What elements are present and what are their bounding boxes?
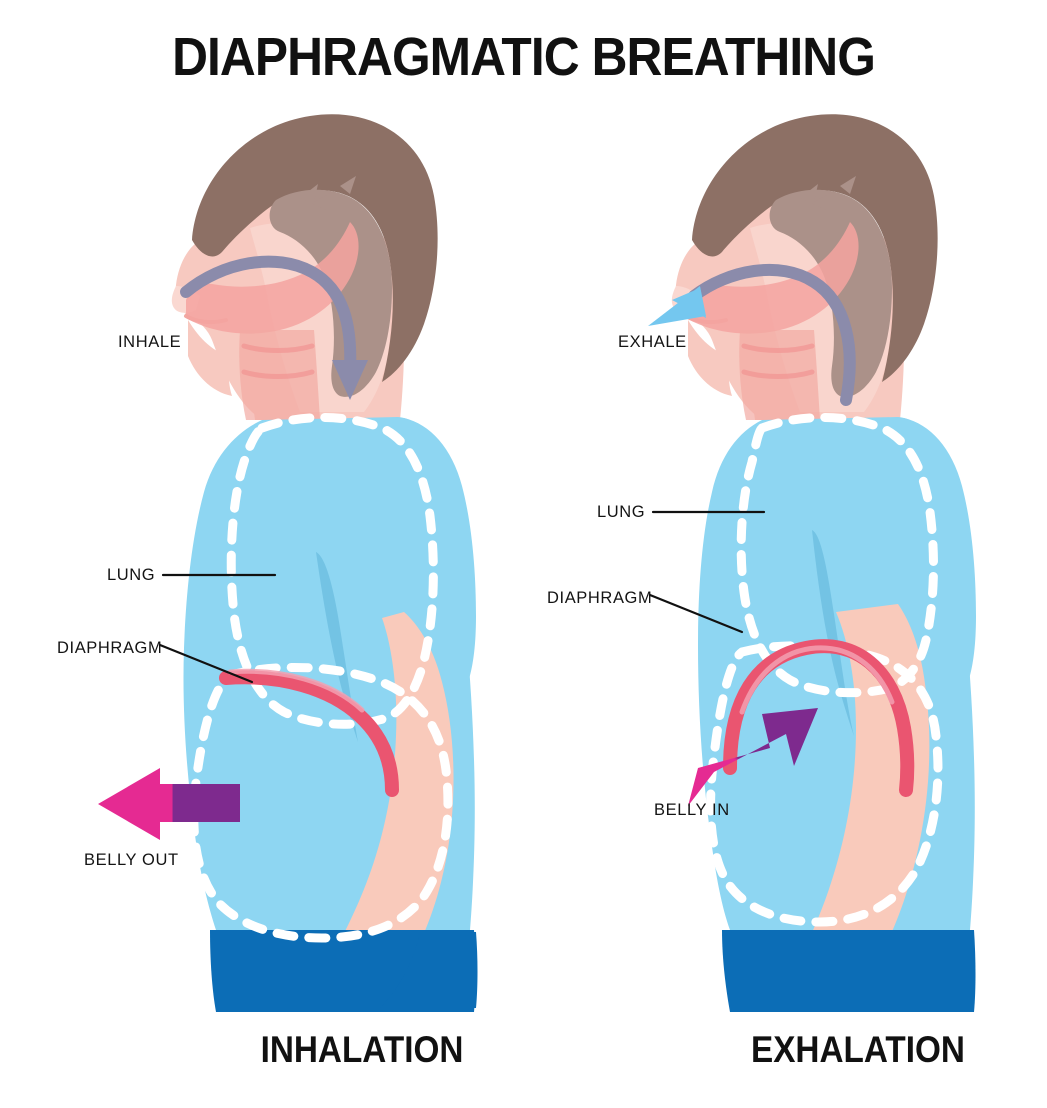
left-diaphragm-line [219,670,399,797]
label-diaphragm-left: DIAPHRAGM [57,639,163,657]
label-exhale: EXHALE [618,333,687,351]
right-arm [770,604,930,1012]
label-lung-left: LUNG [107,566,156,584]
right-diaphragm [723,639,915,797]
left-inhale-shaft [180,255,357,376]
left-diaphragm [219,668,399,797]
left-diaphragm-leader [158,643,254,684]
label-diaphragm-right: DIAPHRAGM [547,589,653,607]
label-belly-out: BELLY OUT [84,851,179,869]
right-head-group [671,114,938,420]
right-exhale-shaft [688,264,856,406]
right-hair-spike-2 [840,176,856,194]
right-throat-ridge-1 [741,343,815,353]
exhale-arrow-icon [648,264,856,406]
right-belly-outline [706,641,943,927]
right-hair-spike-1 [800,184,832,210]
right-shirt-crease [812,530,854,736]
right-exhale-head-tail [672,288,706,318]
right-diaphragm-leader [648,593,744,634]
right-chin [688,320,732,396]
left-leader-lines [158,573,277,684]
left-belly-arrow [98,768,240,840]
label-belly-in: BELLY IN [654,801,730,819]
left-shirt-sleeve [404,418,476,692]
inhale-arrow-icon [180,255,368,400]
caption-inhalation: INHALATION [260,1029,464,1070]
left-hair-spike-2 [340,176,356,194]
left-airway [186,222,359,334]
right-pants [722,930,976,1012]
left-chin [188,320,232,396]
label-inhale: INHALE [118,333,182,351]
right-body-group [698,417,976,1012]
left-diaphragm-highlight [227,668,365,713]
left-throat-ridge-1 [241,343,315,353]
left-lung-outline [226,413,438,729]
belly-in-arrow-icon [688,708,818,806]
label-lung-right: LUNG [597,503,646,521]
left-hair [192,114,438,382]
left-hair-spike-1 [300,184,332,210]
right-shirt-sleeve [904,418,976,692]
left-throat-ridge-2 [241,369,315,379]
right-leader-lines [648,510,766,634]
right-diaphragm-highlight [739,645,895,715]
left-pants-right [380,932,478,1008]
right-belly-arrow [688,708,818,806]
left-body-group [183,417,478,1012]
right-airway [686,222,859,334]
belly-out-arrow-icon [98,768,240,840]
left-inhale-head [332,360,368,400]
left-internal-outlines [189,413,453,943]
right-diaphragm-line [723,639,915,797]
left-shirt-crease [316,552,358,742]
page-title: DIAPHRAGMATIC BREATHING [172,27,876,87]
right-hair [692,114,938,382]
right-throat-ridge-2 [741,369,815,379]
caption-exhalation: EXHALATION [750,1029,965,1070]
